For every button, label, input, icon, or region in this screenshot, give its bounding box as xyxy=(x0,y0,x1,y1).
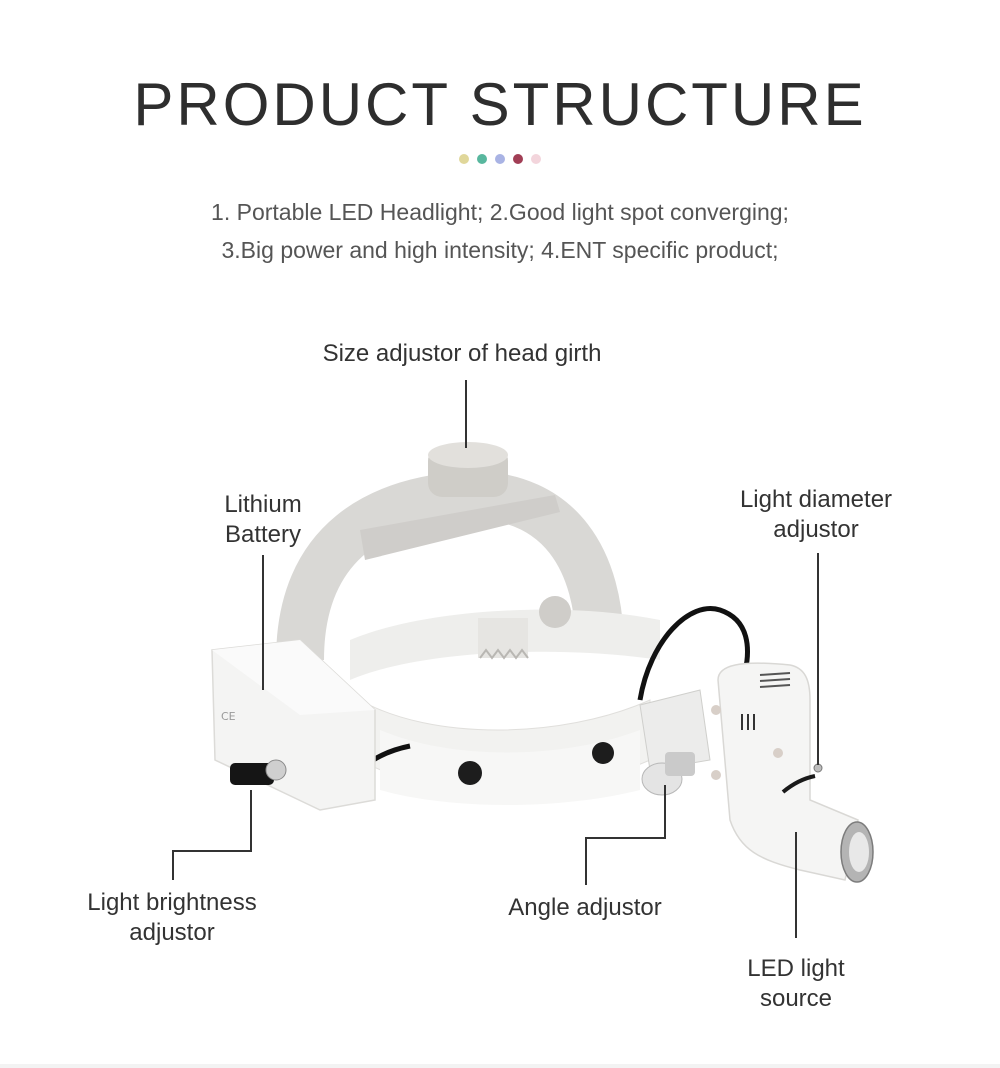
angle-shaft xyxy=(665,752,695,776)
hinge-bracket xyxy=(639,689,711,771)
dot-5 xyxy=(531,154,541,164)
leader-brightness-horizontal xyxy=(172,850,252,852)
diameter-slot xyxy=(781,774,816,794)
label-led-source: LED light source xyxy=(716,954,876,1014)
strap-hole xyxy=(539,596,571,628)
led-lens xyxy=(849,832,869,872)
label-battery: Lithium Battery xyxy=(203,490,323,550)
label-battery-line2: Battery xyxy=(224,521,302,548)
vent-grille xyxy=(759,672,791,688)
lamp-housing xyxy=(717,662,859,881)
head-girth-knob-top xyxy=(428,442,508,468)
brightness-knob xyxy=(230,763,274,785)
label-brightness-line1: Light brightness xyxy=(87,889,257,916)
leader-battery xyxy=(262,555,264,690)
feature-line-1: 1. Portable LED Headlight; 2.Good light … xyxy=(211,199,789,225)
label-size-adjustor: Size adjustor of head girth xyxy=(322,340,602,367)
leader-angle-horizontal xyxy=(585,837,666,839)
front-band-pad xyxy=(380,730,640,805)
label-led-line2: source xyxy=(759,985,833,1012)
diameter-pin xyxy=(813,763,823,773)
ratchet-teeth xyxy=(479,648,529,660)
leader-size-adjustor xyxy=(465,380,467,448)
bottom-divider xyxy=(0,1064,1000,1068)
band-rivet-left xyxy=(458,761,482,785)
label-battery-line1: Lithium xyxy=(224,491,302,518)
label-brightness-line2: adjustor xyxy=(129,919,215,946)
dot-1 xyxy=(459,154,469,164)
label-led-line1: LED light xyxy=(747,955,845,982)
leader-angle-vertical xyxy=(664,785,666,839)
label-diameter-line2: adjustor xyxy=(773,516,859,543)
leader-brightness-vertical xyxy=(250,790,252,852)
housing-screw-bottom xyxy=(711,770,721,780)
leader-diameter-adjustor xyxy=(817,553,819,765)
dot-4 xyxy=(513,154,523,164)
battery-box-top xyxy=(212,640,375,715)
dot-2 xyxy=(477,154,487,164)
dot-3 xyxy=(495,154,505,164)
feature-line-2: 3.Big power and high intensity; 4.ENT sp… xyxy=(221,237,779,263)
label-angle-adjustor: Angle adjustor xyxy=(508,894,662,921)
top-strap-bracket xyxy=(360,495,560,560)
housing-screw-side xyxy=(773,748,783,758)
label-diameter-line1: Light diameter xyxy=(739,486,893,513)
label-brightness-adjustor: Light brightness adjustor xyxy=(72,888,272,948)
page-title: PRODUCT STRUCTURE xyxy=(133,71,867,138)
power-cable xyxy=(637,606,750,701)
brightness-knob-base xyxy=(265,759,287,781)
label-diameter-adjustor: Light diameter adjustor xyxy=(716,485,916,545)
leader-brightness-drop xyxy=(172,850,174,880)
leader-angle-drop xyxy=(585,837,587,885)
decorative-dots xyxy=(0,154,1000,164)
ce-mark: CE xyxy=(221,710,236,723)
housing-screw-top xyxy=(711,705,721,715)
leader-led-source xyxy=(795,832,797,938)
side-slots xyxy=(741,714,755,730)
band-rivet-right xyxy=(592,742,614,764)
